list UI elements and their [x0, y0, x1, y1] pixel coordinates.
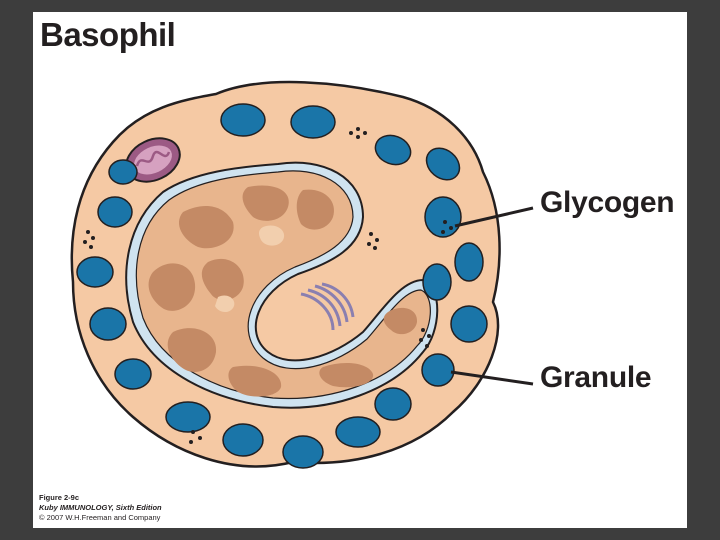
glycogen-label: Glycogen	[540, 186, 675, 219]
chromatin	[383, 307, 418, 335]
figure-title: Basophil	[40, 16, 176, 53]
book-title: Kuby IMMUNOLOGY, Sixth Edition	[39, 503, 162, 512]
chromatin	[178, 206, 234, 249]
chromatin	[148, 263, 196, 311]
chromatin	[296, 189, 334, 230]
chromatin	[215, 295, 235, 313]
chromatin	[228, 365, 282, 397]
chromatin	[319, 362, 374, 388]
basophil-illustration	[70, 80, 534, 469]
figure-number: Figure 2-9c	[39, 493, 80, 502]
glycogen-particles	[83, 127, 453, 444]
granules	[76, 103, 488, 469]
copyright-notice: © 2007 W.H.Freeman and Company	[39, 513, 161, 522]
chromatin	[258, 225, 285, 246]
chromatin	[167, 328, 217, 372]
chromatin	[201, 258, 244, 301]
granule-label: Granule	[540, 361, 652, 394]
slide: Basophil Glycogen Granule Figure 2-9c Ku…	[33, 12, 687, 528]
chromatin	[242, 185, 289, 221]
golgi-apparatus	[300, 282, 355, 331]
glycogen-leader-line	[454, 206, 534, 228]
figure-credits: Figure 2-9c Kuby IMMUNOLOGY, Sixth Editi…	[39, 493, 162, 523]
granule-leader-line	[450, 370, 534, 386]
